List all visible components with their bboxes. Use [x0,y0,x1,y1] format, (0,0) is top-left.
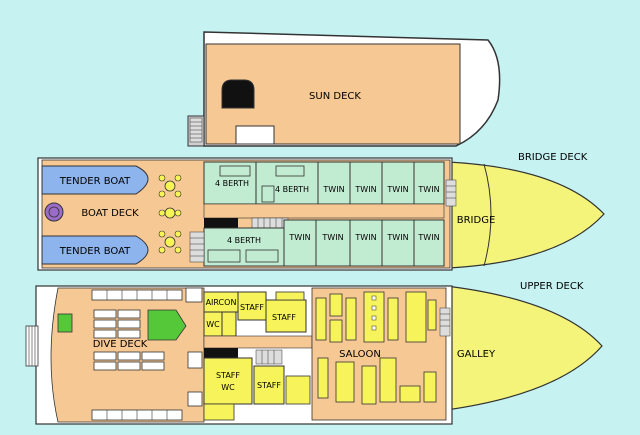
wc-label: WC [206,320,220,329]
bridge-deck-bow-line [483,163,492,267]
sun-deck-stairs [189,117,203,143]
bunk [245,249,279,263]
twin-cabin [381,219,415,267]
cabin-4-berth-bottom-label: 4 BERTH [227,236,261,245]
sun-deck-label: SUN DECK [309,91,361,102]
dive-deck-block [187,391,203,407]
bunk [275,165,305,177]
staff-cabin-1 [237,291,267,321]
staff-wc-room [203,357,253,405]
dive-deck-block [187,351,203,369]
boat-deck-label: BOAT DECK [81,208,139,219]
sun-deck-step [235,125,275,145]
twin-cabin [317,161,351,205]
twin-label: TWIN [288,233,310,242]
tender-boat-bottom-label: TENDER BOAT [59,246,131,257]
tender-boat-bottom-shape [41,235,149,265]
cabin-4-berth-top-label: 4 BERTH [215,179,249,188]
staff-cabin-2-label: STAFF [272,313,296,322]
twin-label: TWIN [354,185,376,194]
aircon-label: AIRCON [206,298,237,307]
dive-deck-locker [185,287,203,303]
staff-wc-label-staff: STAFF [216,371,240,380]
twin-cabin [381,161,415,205]
boat-deck-capstan-inner [48,206,60,218]
cabin-4-berth-top-right-label: 4 BERTH [275,185,309,194]
twin-label: TWIN [322,185,344,194]
tender-boat-top-shape [41,165,149,195]
bridge-deck-bow [447,161,605,269]
twin-label: TWIN [386,233,408,242]
twin-cabin [315,219,351,267]
twin-label: TWIN [321,233,343,242]
corridor-block [204,218,238,228]
sun-deck-hatch [221,79,255,109]
upper-deck-stairs [255,349,283,365]
bridge-deck-title: BRIDGE DECK [518,152,588,163]
twin-label: TWIN [354,233,376,242]
twin-label: TWIN [417,233,439,242]
dive-deck-green-panel [147,309,187,341]
corridor-block [204,348,238,358]
staff-cabin-3-bunk [285,375,311,405]
upper-deck-transom [25,325,39,367]
bunk [207,249,241,263]
bunk [219,165,251,177]
dive-deck-green-box [57,313,73,333]
bridge-stairs [445,179,457,207]
corridor-block-lower [203,403,235,421]
staff-cabin-2 [265,299,307,333]
bridge-deck-corridor [203,203,445,219]
galley-label: GALLEY [457,349,496,360]
twin-cabin [413,219,445,267]
saloon-furniture [315,291,437,405]
tender-boat-top-label: TENDER BOAT [59,176,131,187]
staff-cabin-1-label: STAFF [240,303,264,312]
boat-deck-seating [158,174,182,254]
twin-label: TWIN [417,185,439,194]
staff-bunk [275,291,305,301]
bridge-deck: BRIDGE DECK TENDER BOAT TENDER BOAT BOAT… [37,152,605,271]
dive-deck-benches [91,289,183,421]
bridge-deck-stairs-left [189,231,205,263]
twin-cabin [413,161,445,205]
upper-deck: UPPER DECK [25,281,603,425]
bridge-label: BRIDGE [457,215,496,226]
staff-cabin-3 [253,365,285,405]
dive-deck-label: DIVE DECK [93,339,148,350]
twin-cabin [349,219,383,267]
sun-deck: SUN DECK [187,31,501,147]
staff-cabin-3-label: STAFF [257,381,281,390]
twin-cabin [349,161,383,205]
wc-room-annex [221,311,237,337]
boat-deck-capstan [44,202,64,222]
bunk [261,185,275,203]
twin-cabin [283,219,317,267]
saloon-stairs [439,307,451,337]
twin-cabins-bottom: TWIN TWIN TWIN TWIN TWIN [283,219,445,267]
staff-wc-label-wc: WC [221,383,235,392]
twin-label: TWIN [386,185,408,194]
saloon-label: SALOON [339,349,381,360]
twin-cabins-top: TWIN TWIN TWIN TWIN [317,161,445,205]
upper-deck-corridor [203,335,313,349]
upper-deck-bow [445,285,603,411]
upper-deck-title: UPPER DECK [520,281,584,292]
